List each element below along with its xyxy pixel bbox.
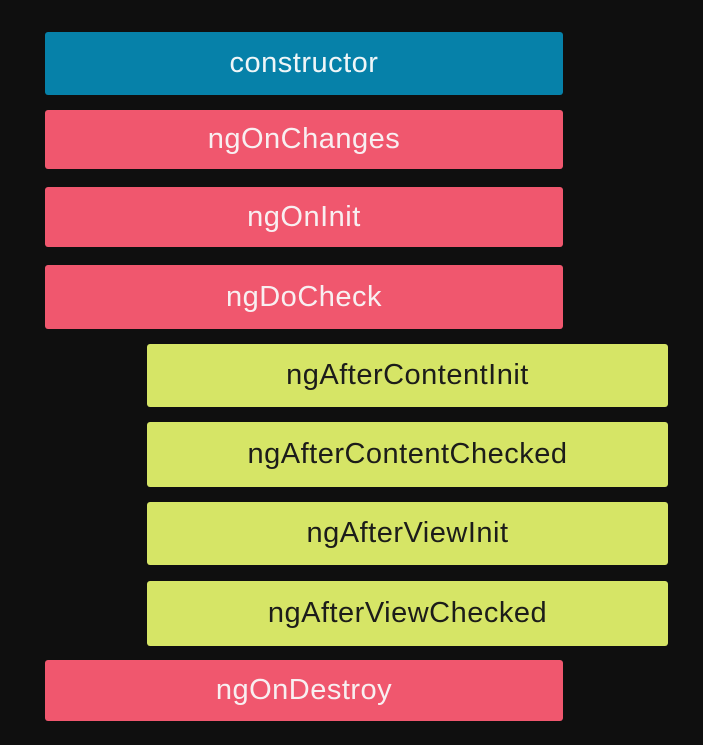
bar-constructor: constructor (45, 32, 563, 95)
bar-ngondestroy: ngOnDestroy (45, 660, 563, 721)
bar-ngafterviewchecked-label: ngAfterViewChecked (267, 597, 548, 629)
bar-ngafterviewchecked: ngAfterViewChecked (147, 581, 668, 646)
bar-ngaftercontentinit-label: ngAfterContentInit (286, 359, 529, 391)
bar-ngaftercontentchecked: ngAfterContentChecked (147, 422, 668, 487)
bar-ngafterviewinit: ngAfterViewInit (147, 502, 668, 565)
bar-ngaftercontentinit: ngAfterContentInit (147, 344, 668, 407)
bar-ngonchanges: ngOnChanges (45, 110, 563, 169)
bar-ngdocheck: ngDoCheck (45, 265, 563, 329)
bar-ngaftercontentchecked-label: ngAfterContentChecked (247, 438, 568, 470)
bar-constructor-label: constructor (229, 47, 379, 79)
bar-ngondestroy-label: ngOnDestroy (215, 674, 393, 706)
bar-ngoninit: ngOnInit (45, 187, 563, 247)
bar-ngdocheck-label: ngDoCheck (225, 280, 383, 313)
bar-ngonchanges-label: ngOnChanges (207, 123, 401, 155)
bar-ngafterviewinit-label: ngAfterViewInit (306, 517, 509, 549)
bar-ngoninit-label: ngOnInit (247, 200, 361, 233)
